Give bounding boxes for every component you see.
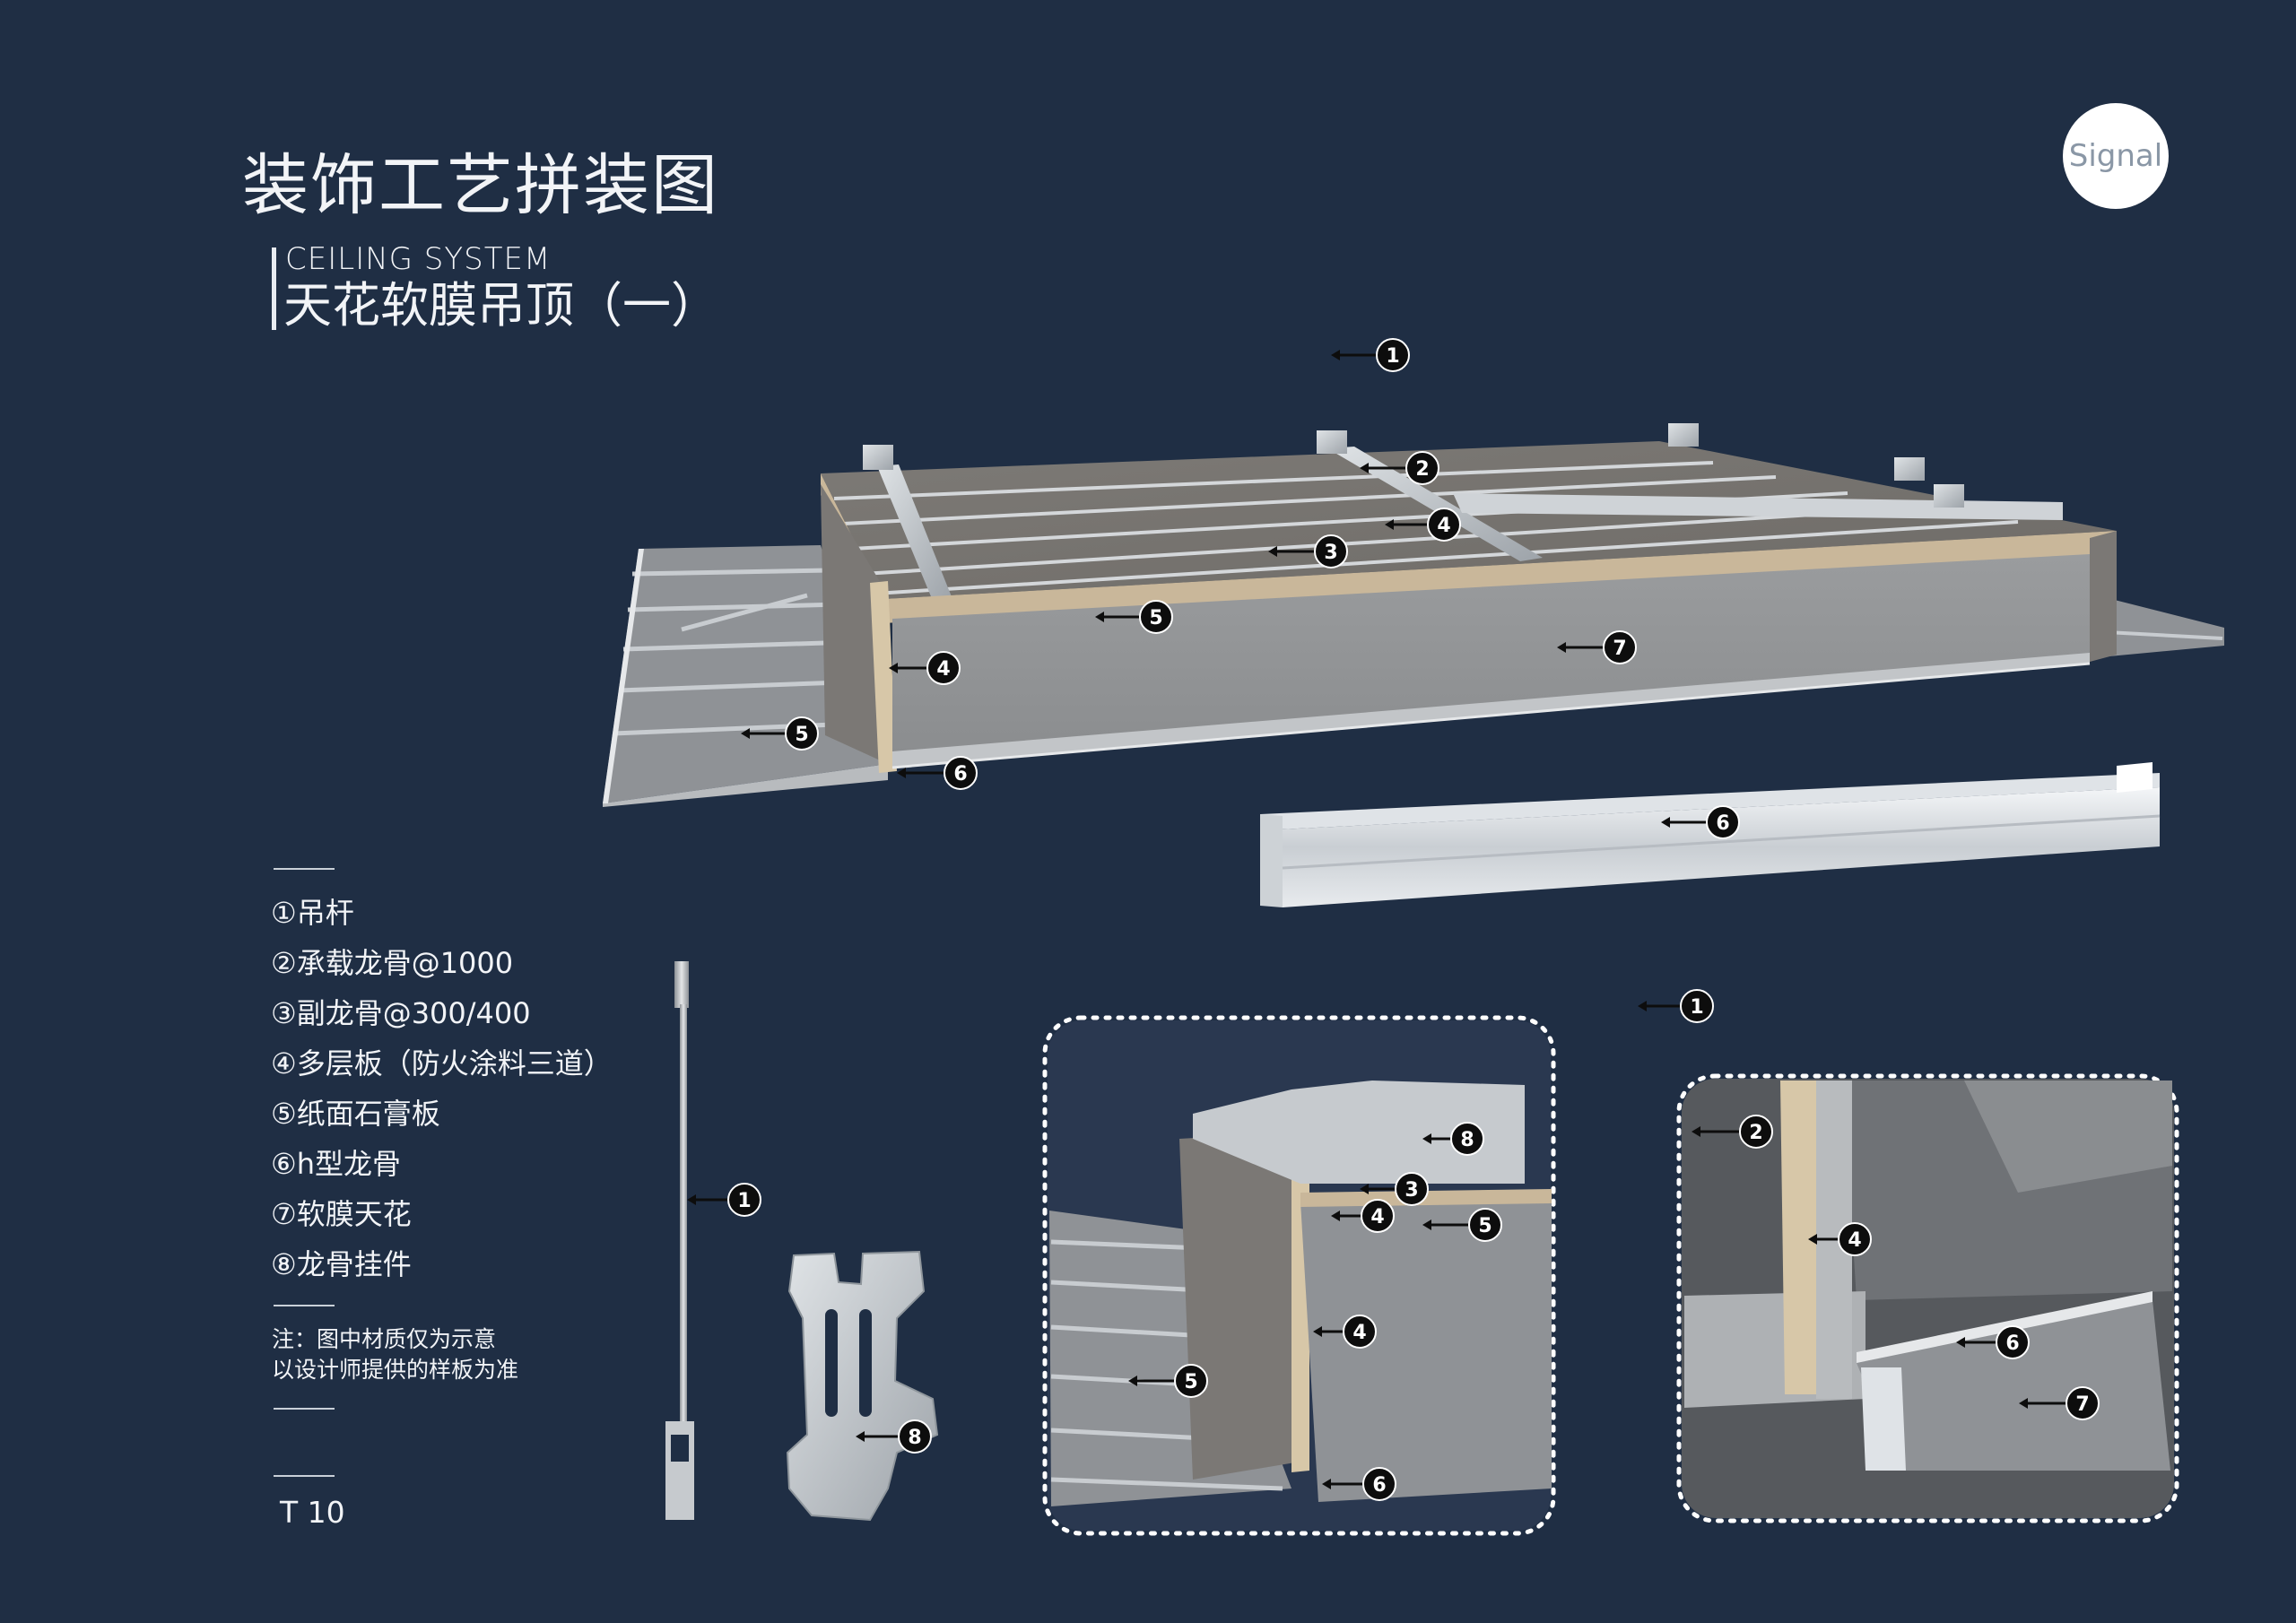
callout-2-detail-b: 2 — [1692, 1115, 1773, 1149]
callout-1-main: 1 — [1331, 338, 1410, 372]
callout-1-floating-label: 1 — [1690, 996, 1703, 1019]
callout-4-detail-a-top-label: 4 — [1370, 1206, 1384, 1228]
page-number: T 10 — [280, 1495, 345, 1530]
callout-5-main-left: 5 — [741, 716, 819, 751]
callout-6-detail-b: 6 — [1956, 1325, 2030, 1359]
legend-item-7: ⑦软膜天花 — [271, 1197, 412, 1231]
legend-rule-mid — [274, 1305, 335, 1306]
callout-7-main: 7 — [1557, 630, 1637, 664]
callout-7-main-label: 7 — [1613, 638, 1626, 660]
callout-5-main-left-label: 5 — [795, 724, 808, 746]
callout-8-detail-a-label: 8 — [1460, 1129, 1474, 1151]
callout-5-detail-a-left: 5 — [1128, 1364, 1208, 1398]
callout-5-main: 5 — [1095, 600, 1173, 634]
callout-1-rod: 1 — [687, 1183, 761, 1217]
subtitle-en: CEILING SYSTEM — [285, 241, 552, 277]
right-gypsum-tray — [2090, 594, 2224, 658]
callout-4-detail-a-mid: 4 — [1313, 1315, 1377, 1349]
hanger-rod-part — [665, 961, 694, 1520]
callout-4-main-left: 4 — [889, 651, 961, 685]
callout-2-main: 2 — [1360, 451, 1439, 485]
callout-2-detail-b-label: 2 — [1749, 1122, 1762, 1144]
note-line-2: 以设计师提供的样板为准 — [272, 1357, 519, 1383]
callout-1-rod-label: 1 — [737, 1190, 751, 1212]
logo-text: Signal — [2068, 138, 2163, 174]
callout-7-detail-b-label: 7 — [2075, 1393, 2089, 1416]
legend-item-6: ⑥h型龙骨 — [271, 1147, 401, 1181]
callout-1-main-label: 1 — [1386, 345, 1399, 368]
legend-item-8: ⑧龙骨挂件 — [271, 1247, 412, 1281]
callout-3-detail-a: 3 — [1360, 1172, 1429, 1206]
callout-6-main-label: 6 — [953, 763, 967, 785]
callout-5-detail-a-top-label: 5 — [1478, 1215, 1492, 1237]
callout-6-main: 6 — [897, 756, 978, 790]
callout-4-detail-a-top: 4 — [1331, 1199, 1395, 1233]
callout-2-main-label: 2 — [1415, 458, 1429, 481]
callout-5-detail-a-top: 5 — [1422, 1208, 1502, 1242]
legend-item-1: ①吊杆 — [271, 896, 354, 930]
callouts: 1 2 4 3 5 — [687, 338, 2100, 1501]
soft-film-ceiling — [892, 554, 2090, 767]
plywood-edge — [821, 473, 2117, 623]
callout-6-profile-label: 6 — [1716, 812, 1729, 835]
callout-4-main-top-label: 4 — [1437, 515, 1450, 537]
callout-1-floating: 1 — [1638, 989, 1714, 1023]
callout-6-detail-a-label: 6 — [1372, 1474, 1386, 1497]
callout-8-bracket-label: 8 — [908, 1427, 921, 1449]
callout-4-detail-a-mid-label: 4 — [1352, 1322, 1366, 1344]
callout-8-detail-a: 8 — [1422, 1122, 1484, 1156]
callout-5-detail-a-left-label: 5 — [1184, 1371, 1197, 1393]
hanger-rods — [825, 336, 1952, 491]
main-ceiling-isometric — [603, 336, 2224, 807]
detail-box-a — [1042, 1015, 1556, 1536]
legend-item-3: ③副龙骨@300/400 — [271, 996, 531, 1030]
h-keel-profile — [1260, 762, 2161, 907]
callout-3-main-label: 3 — [1324, 542, 1337, 564]
keel-hanger-bracket — [786, 1250, 939, 1522]
note-line-1: 注：图中材质仅为示意 — [272, 1326, 497, 1352]
page-title: 装饰工艺拼装图 — [242, 147, 719, 224]
callout-4-detail-b: 4 — [1808, 1222, 1872, 1256]
legend-item-5: ⑤纸面石膏板 — [271, 1097, 440, 1131]
subtitle-cn: 天花软膜吊顶（一） — [283, 277, 719, 334]
callout-6-detail-a: 6 — [1322, 1467, 1396, 1501]
callout-8-bracket: 8 — [856, 1419, 932, 1454]
legend-item-2: ②承载龙骨@1000 — [271, 946, 514, 980]
callout-3-detail-a-label: 3 — [1405, 1179, 1418, 1202]
material-note: 注：图中材质仅为示意 以设计师提供的样板为准 — [272, 1324, 518, 1385]
callout-4-detail-b-label: 4 — [1848, 1229, 1861, 1252]
legend-item-4: ④多层板（防火涂料三道） — [271, 1046, 613, 1081]
pageno-rule — [274, 1475, 335, 1477]
component-legend: ①吊杆 ②承载龙骨@1000 ③副龙骨@300/400 ④多层板（防火涂料三道）… — [271, 888, 613, 1289]
legend-rule-bottom — [274, 1408, 335, 1410]
callout-6-detail-b-label: 6 — [2005, 1332, 2019, 1355]
legend-rule-top — [274, 868, 335, 870]
callout-4-main-top: 4 — [1385, 508, 1461, 542]
callout-5-main-label: 5 — [1149, 607, 1162, 629]
callout-4-main-left-label: 4 — [936, 658, 950, 681]
subtitle-bar — [272, 247, 276, 330]
callout-7-detail-b: 7 — [2019, 1386, 2100, 1420]
detail-box-b — [1676, 1073, 2179, 1523]
callout-3-main: 3 — [1268, 534, 1348, 568]
callout-6-profile: 6 — [1661, 805, 1740, 839]
signal-logo: Signal — [2063, 103, 2169, 209]
